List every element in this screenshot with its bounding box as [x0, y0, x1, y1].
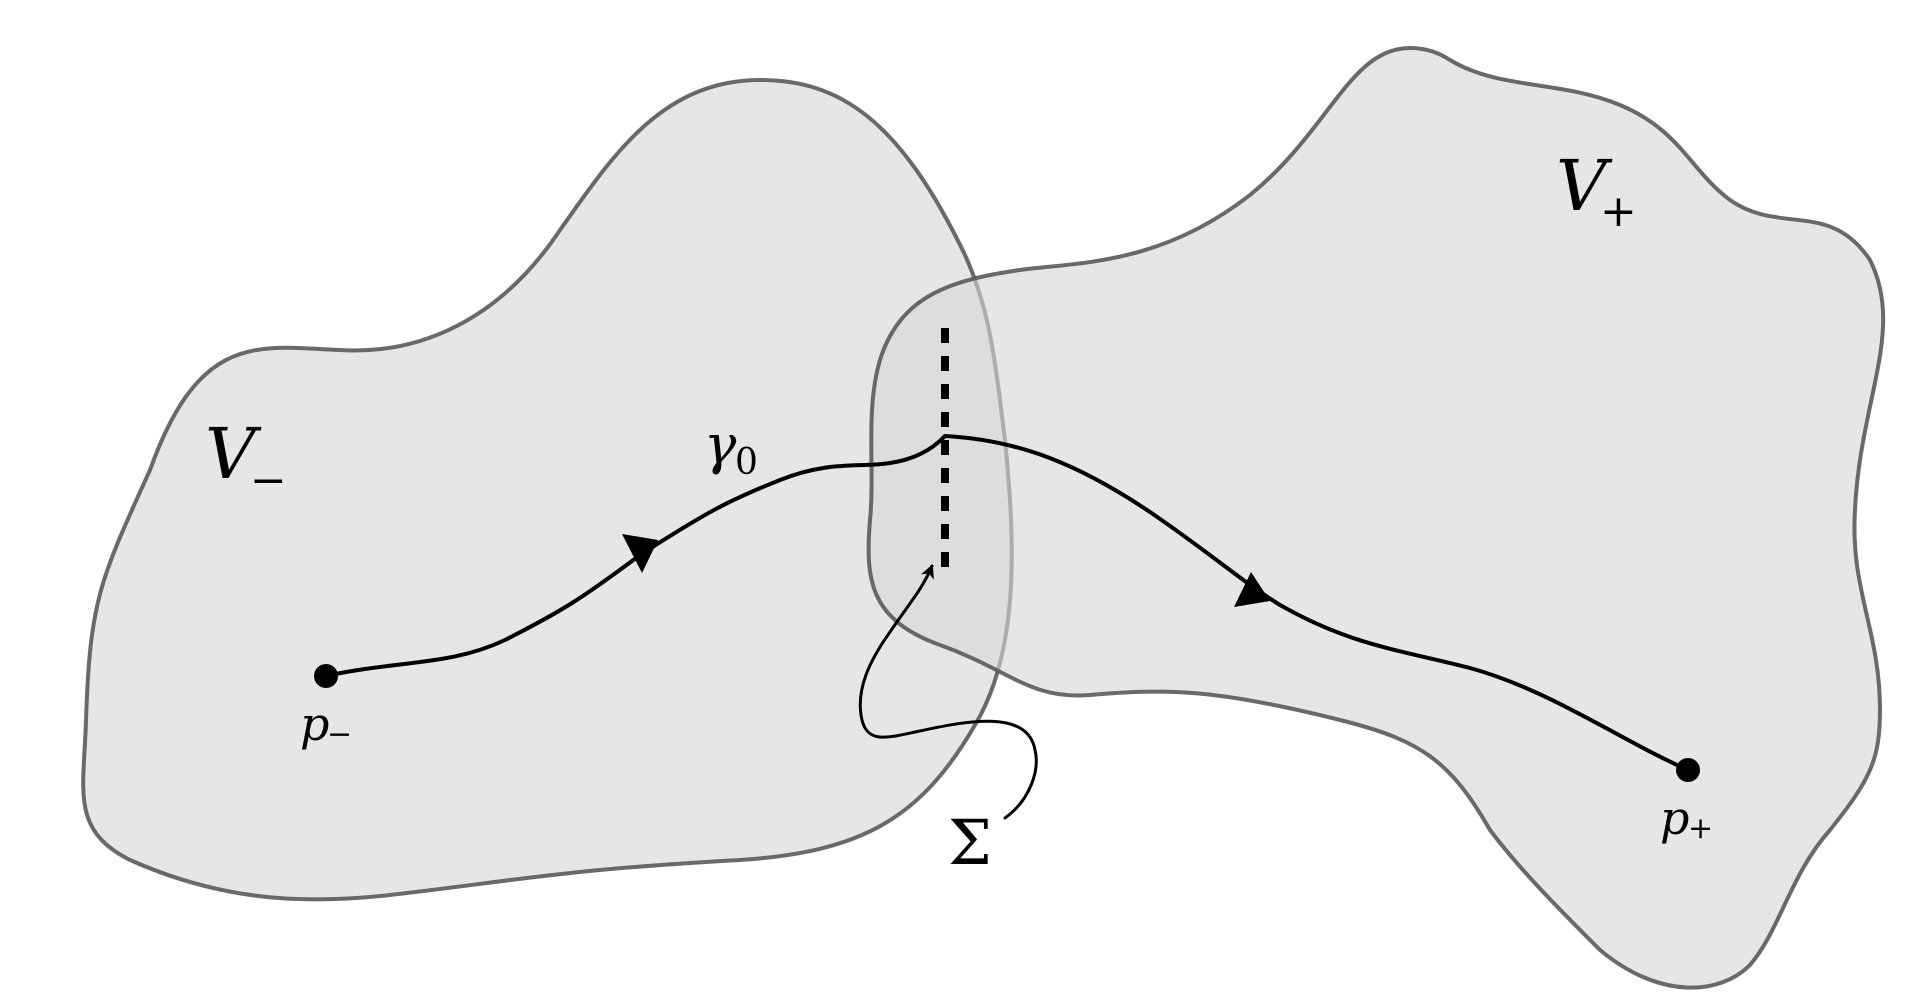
point-p-minus — [314, 664, 338, 688]
svg-text:+: + — [1600, 186, 1637, 237]
svg-text:V: V — [1556, 145, 1613, 227]
svg-text:V: V — [205, 413, 262, 495]
svg-text:p: p — [300, 697, 329, 751]
svg-text:γ: γ — [704, 413, 737, 476]
region-v-plus — [866, 45, 1886, 990]
gamma0-curve — [324, 433, 1690, 772]
svg-text:0: 0 — [735, 442, 758, 483]
label-sigma: Σ — [948, 806, 992, 879]
point-p-plus — [1676, 758, 1700, 782]
svg-text:p: p — [1660, 791, 1689, 845]
label-p-minus: p − — [300, 697, 352, 752]
svg-text:+: + — [1688, 811, 1713, 846]
label-gamma0: γ 0 — [704, 413, 758, 483]
gamma0-arrowhead-left — [622, 534, 658, 573]
sigma-pointer-curve — [858, 564, 1038, 820]
svg-text:−: − — [250, 455, 287, 506]
label-v-plus: V + — [1556, 145, 1637, 237]
label-p-plus: p + — [1660, 791, 1713, 846]
gamma0-arrowhead-right — [1234, 572, 1270, 607]
svg-text:−: − — [327, 717, 352, 752]
label-v-minus: V − — [205, 413, 287, 506]
